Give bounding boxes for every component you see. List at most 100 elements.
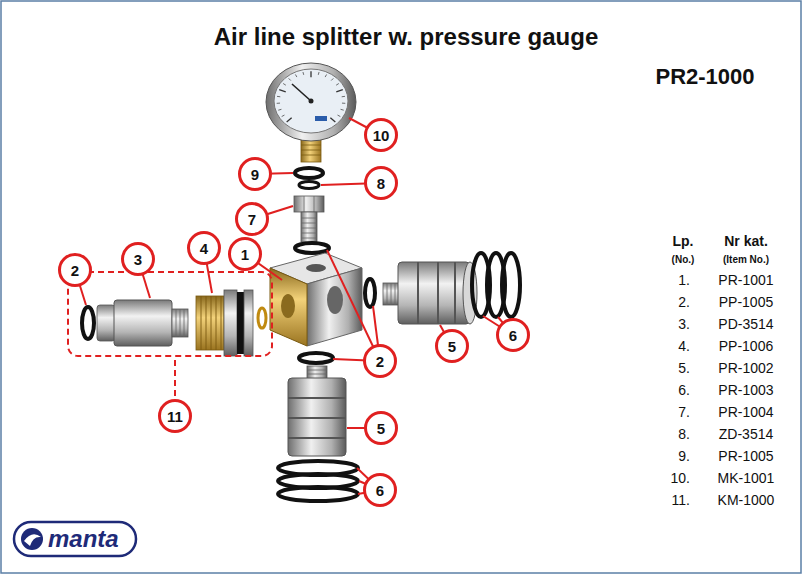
nozzle-part <box>97 305 115 341</box>
callout-number: 2 <box>363 344 397 378</box>
table-cell: ZD-3514 <box>719 427 773 442</box>
gauge-tick <box>310 71 311 77</box>
callout-number: 2 <box>58 253 92 287</box>
gauge-tick <box>336 90 342 92</box>
callout-number: 8 <box>364 166 398 200</box>
gauge-tick <box>342 103 345 104</box>
washer <box>299 182 319 189</box>
plug-fitting-part <box>398 262 470 324</box>
callout-number: 6 <box>496 318 530 352</box>
gauge-tick <box>325 74 327 77</box>
part-number: PR2-1000 <box>655 65 754 89</box>
gauge-tick <box>283 84 286 86</box>
splitter-block-part <box>306 264 326 272</box>
pressure-gauge-part <box>301 145 321 155</box>
gauge-tick <box>277 96 280 97</box>
table-cell: 7. <box>678 405 690 420</box>
nozzle-part <box>114 300 172 346</box>
table-cell: 4. <box>678 339 690 354</box>
table-cell: 8. <box>678 427 690 442</box>
gauge-tick <box>278 109 281 111</box>
o-ring <box>295 243 329 253</box>
pressure-gauge <box>266 63 356 162</box>
callout-number: 10 <box>364 118 398 152</box>
callout-number: 1 <box>228 237 262 271</box>
plug-fitting-part <box>307 370 327 374</box>
callout-number: 5 <box>364 411 398 445</box>
logo-part <box>14 522 136 556</box>
callout-number: 7 <box>235 202 269 236</box>
callout-number: 6 <box>496 318 530 352</box>
table-header: (Item No.) <box>723 254 769 265</box>
gauge-tick <box>295 74 297 77</box>
callout-number: 11 <box>158 399 192 433</box>
kit-bracket <box>68 272 272 356</box>
threaded-adapter <box>196 290 253 356</box>
table-cell: KM-1000 <box>718 493 775 508</box>
gauge-tick <box>279 90 285 92</box>
callout-number: 5 <box>364 411 398 445</box>
plug-fitting-part <box>418 262 455 324</box>
table-cell: 10. <box>671 471 690 486</box>
gauge-tick <box>341 109 344 111</box>
plug-fitting-part <box>288 378 346 456</box>
callout-number: 2 <box>58 253 92 287</box>
table-cell: PR-1001 <box>718 273 773 288</box>
table-cell: 5. <box>678 361 690 376</box>
gauge-tick <box>330 118 335 122</box>
threaded-adapter-part <box>237 292 244 354</box>
gauge-scale <box>277 71 346 122</box>
callout-number: 6 <box>363 473 397 507</box>
gauge-tick <box>277 103 280 104</box>
o-ring <box>82 307 94 339</box>
callout-number: 7 <box>235 202 269 236</box>
threaded-adapter-part <box>224 290 237 356</box>
gauge-tick <box>289 78 291 80</box>
o-ring <box>299 353 333 363</box>
gauge-tick <box>336 84 339 86</box>
leader-lines <box>75 118 513 494</box>
table-cell: 1. <box>678 273 690 288</box>
hex-nipple-part <box>301 218 317 238</box>
gauge-tick <box>318 72 320 75</box>
callout-number: 4 <box>187 231 221 265</box>
splitter-block-part <box>270 268 307 346</box>
o-ring-set-part <box>502 253 520 317</box>
hex-nipple-part <box>301 212 317 242</box>
pressure-gauge-part <box>309 99 314 104</box>
leader-lines-part <box>327 250 380 361</box>
table-cell: 9. <box>678 449 690 464</box>
table-header: Nr kat. <box>724 234 768 249</box>
hex-nipple <box>294 196 324 242</box>
threaded-adapter-part <box>201 296 221 350</box>
o-ring-set-part <box>278 487 358 501</box>
callout-number: 5 <box>435 329 469 363</box>
callout-number: 10 <box>364 118 398 152</box>
splitter-block-part <box>327 286 343 314</box>
logo-part <box>24 534 41 546</box>
o-ring <box>258 308 266 328</box>
callout-number: 6 <box>363 473 397 507</box>
plug-fitting-part <box>463 262 477 324</box>
table-cell: PR-1002 <box>718 361 773 376</box>
plug-fitting <box>288 366 346 456</box>
pressure-gauge-part <box>315 116 327 121</box>
table-cell: MK-1001 <box>718 471 775 486</box>
callout-number: 11 <box>158 399 192 433</box>
threaded-adapter-part <box>244 290 253 356</box>
callout-number: 3 <box>121 242 155 276</box>
callout-number: 9 <box>238 157 272 191</box>
nozzle-part <box>176 309 184 337</box>
hex-nipple-part <box>304 196 314 212</box>
callout-number: 9 <box>238 157 272 191</box>
gauge-tick <box>302 72 304 75</box>
plug-fitting-part <box>288 398 346 438</box>
table-cell: PR-1003 <box>718 383 773 398</box>
gauge-tick <box>282 115 285 117</box>
table-cell: 3. <box>678 317 690 332</box>
logo-part <box>21 528 43 550</box>
o-ring-set <box>472 253 520 317</box>
callout-number: 5 <box>435 329 469 363</box>
